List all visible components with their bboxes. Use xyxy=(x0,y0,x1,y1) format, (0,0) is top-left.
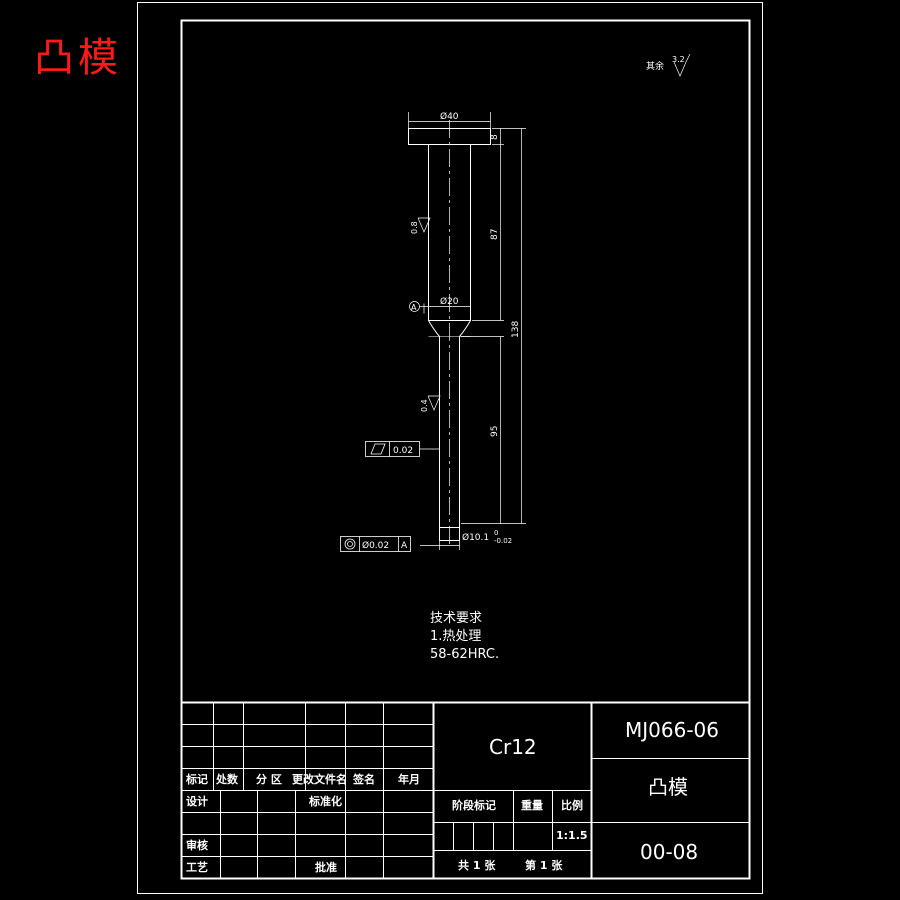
title-block-grid xyxy=(181,701,750,879)
tb-zone: 分 区 xyxy=(256,773,282,786)
tb-approve: 批准 xyxy=(315,861,337,874)
tb-drawing-no: MJ066-06 xyxy=(625,718,719,742)
tb-code: 00-08 xyxy=(640,840,699,864)
dim-upper-len-text: 87 xyxy=(490,229,500,240)
roughness-general-value: 3.2 xyxy=(672,55,685,64)
tb-sign: 签名 xyxy=(353,773,375,786)
gdt-cylindricity-frame xyxy=(365,441,440,457)
tb-design: 设计 xyxy=(186,795,208,808)
roughness-general-symbol xyxy=(673,53,691,77)
roughness-upper-symbol xyxy=(417,217,431,233)
dim-tip-dia-text: Ø10.1 xyxy=(462,532,489,543)
tb-weight: 重量 xyxy=(521,799,543,812)
tb-process: 工艺 xyxy=(186,861,208,874)
roughness-lower-symbol xyxy=(427,395,441,411)
dim-lower-len-text: 95 xyxy=(490,426,500,437)
dim-right-lengths xyxy=(461,128,526,524)
dim-head-dia xyxy=(408,112,491,128)
inner-frame xyxy=(180,19,751,880)
gdt-conc-datum: A xyxy=(401,541,408,551)
dim-mid-dia xyxy=(423,303,471,314)
tb-part-name: 凸模 xyxy=(648,775,688,799)
dim-tip-dia xyxy=(420,541,460,550)
dim-tip-tol-lower: -0.02 xyxy=(494,537,512,545)
tb-review: 审核 xyxy=(186,839,208,852)
tb-mark: 标记 xyxy=(186,773,208,786)
tb-standardize: 标准化 xyxy=(309,795,342,808)
corner-title: 凸模 xyxy=(34,35,122,81)
dim-total-len-text: 138 xyxy=(511,321,521,338)
datum-a-letter: A xyxy=(411,303,417,312)
dim-tip-tol-upper: 0 xyxy=(494,529,498,537)
tb-scale-label: 比例 xyxy=(561,799,583,812)
technical-notes: 技术要求 1.热处理 58-62HRC. xyxy=(430,610,499,664)
dim-head-dia-text: Ø40 xyxy=(440,111,459,122)
gdt-concentricity-frame xyxy=(340,536,411,552)
roughness-general-prefix: 其余 xyxy=(646,60,664,72)
tb-stage-mark: 阶段标记 xyxy=(452,799,496,812)
dim-head-thk-text: 8 xyxy=(490,134,500,140)
tb-material: Cr12 xyxy=(489,735,537,759)
gdt-conc-value: Ø0.02 xyxy=(362,540,389,551)
tb-sheets-total: 共 1 张 xyxy=(458,859,496,872)
tb-change-doc: 更改文件名 xyxy=(292,773,347,786)
roughness-lower-text: 0.4 xyxy=(420,399,429,412)
dim-mid-dia-text: Ø20 xyxy=(440,296,459,307)
tb-date: 年月 xyxy=(398,773,420,786)
gdt-cyl-value: 0.02 xyxy=(393,446,413,456)
notes-item-1: 1.热处理 xyxy=(430,629,482,644)
notes-heading: 技术要求 xyxy=(430,611,483,626)
tb-scale: 1:1.5 xyxy=(556,829,588,842)
outer-frame xyxy=(137,2,763,894)
tb-count: 处数 xyxy=(216,773,238,786)
notes-item-2: 58-62HRC. xyxy=(430,647,500,662)
datum-a-marker xyxy=(409,301,429,312)
roughness-upper-text: 0.8 xyxy=(410,221,419,234)
tb-sheet-no: 第 1 张 xyxy=(525,859,563,872)
